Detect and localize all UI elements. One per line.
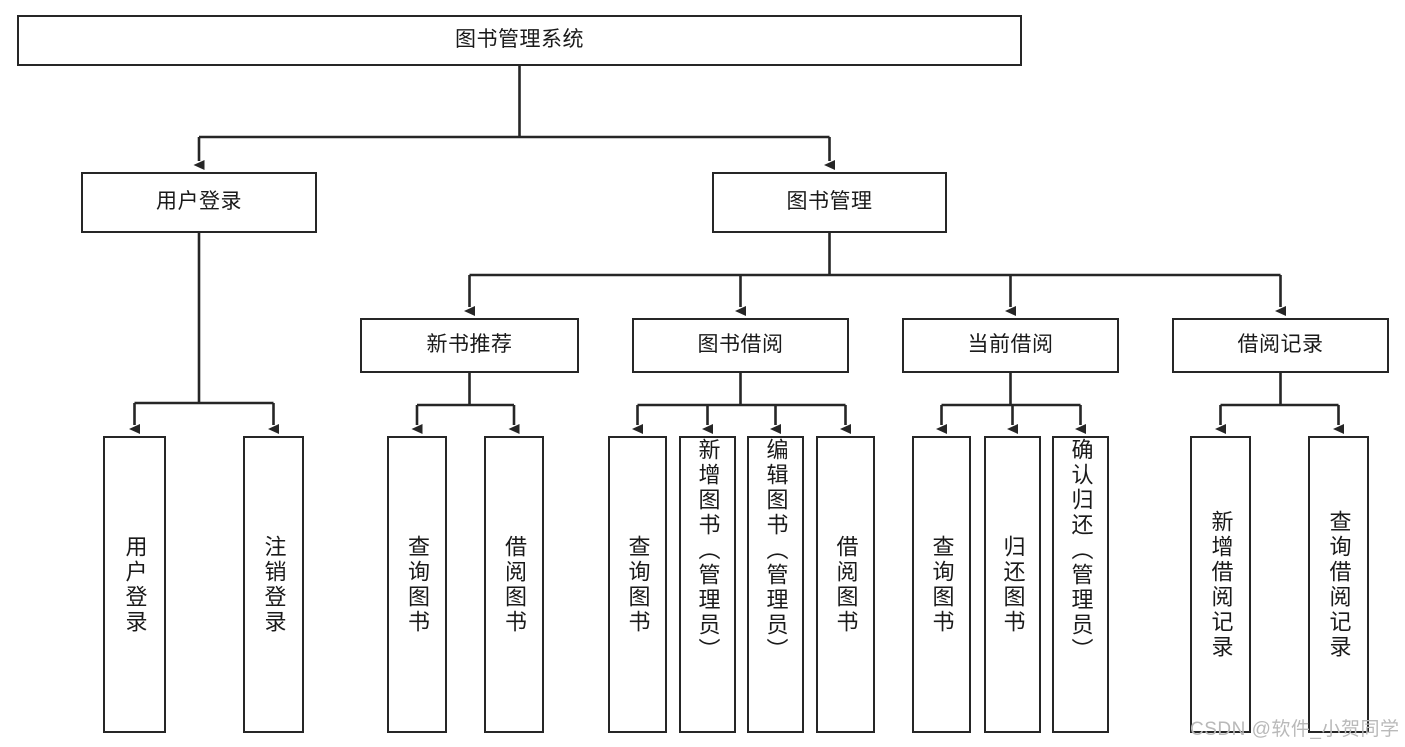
node-label-borrow-record: 借阅记录 <box>1237 333 1324 357</box>
node-leaf-query-book-2[interactable]: 查询图书 <box>608 436 667 733</box>
node-label-leaf-query-book-3: 查询图书 <box>929 534 955 635</box>
node-user-login[interactable]: 用户登录 <box>81 172 317 233</box>
node-label-book-borrow: 图书借阅 <box>697 333 784 357</box>
node-label-leaf-user-logout: 注销登录 <box>261 534 287 635</box>
node-label-leaf-query-book-2: 查询图书 <box>625 534 651 635</box>
node-new-book-rec[interactable]: 新书推荐 <box>360 318 579 373</box>
node-label-leaf-return-book: 归还图书 <box>1000 534 1026 635</box>
node-label-leaf-query-book-1: 查询图书 <box>405 534 430 635</box>
node-label-root: 图书管理系统 <box>455 28 584 52</box>
node-label-leaf-user-login: 用户登录 <box>122 534 148 635</box>
node-leaf-query-book-1[interactable]: 查询图书 <box>387 436 447 733</box>
node-leaf-add-record[interactable]: 新增借阅记录 <box>1190 436 1251 733</box>
node-leaf-user-login[interactable]: 用户登录 <box>103 436 166 733</box>
node-label-book-manage: 图书管理 <box>786 190 873 214</box>
node-leaf-confirm-return[interactable]: 确认归还（管理员） <box>1052 436 1109 733</box>
node-borrow-record[interactable]: 借阅记录 <box>1172 318 1389 373</box>
node-book-manage[interactable]: 图书管理 <box>712 172 947 233</box>
node-leaf-add-book[interactable]: 新增图书（管理员） <box>679 436 736 733</box>
node-leaf-return-book[interactable]: 归还图书 <box>984 436 1041 733</box>
node-leaf-borrow-book-2[interactable]: 借阅图书 <box>816 436 875 733</box>
node-label-leaf-add-record: 新增借阅记录 <box>1208 509 1234 660</box>
node-current-borrow[interactable]: 当前借阅 <box>902 318 1119 373</box>
node-label-leaf-query-record: 查询借阅记录 <box>1326 509 1352 660</box>
node-book-borrow[interactable]: 图书借阅 <box>632 318 849 373</box>
node-leaf-user-logout[interactable]: 注销登录 <box>243 436 304 733</box>
node-leaf-borrow-book-1[interactable]: 借阅图书 <box>484 436 544 733</box>
node-label-current-borrow: 当前借阅 <box>967 333 1054 357</box>
node-leaf-edit-book[interactable]: 编辑图书（管理员） <box>747 436 804 733</box>
node-label-leaf-confirm-return: 确认归还（管理员） <box>1068 438 1094 663</box>
node-label-user-login: 用户登录 <box>156 190 242 214</box>
node-label-leaf-edit-book: 编辑图书（管理员） <box>763 438 789 663</box>
node-label-new-book-rec: 新书推荐 <box>426 333 513 357</box>
node-label-leaf-add-book: 新增图书（管理员） <box>695 438 721 663</box>
node-leaf-query-book-3[interactable]: 查询图书 <box>912 436 971 733</box>
node-label-leaf-borrow-book-2: 借阅图书 <box>833 534 859 635</box>
watermark-text: CSDN @软件_小贺同学 <box>1190 719 1400 740</box>
node-label-leaf-borrow-book-1: 借阅图书 <box>502 534 527 635</box>
node-leaf-query-record[interactable]: 查询借阅记录 <box>1308 436 1369 733</box>
node-root[interactable]: 图书管理系统 <box>17 15 1022 66</box>
